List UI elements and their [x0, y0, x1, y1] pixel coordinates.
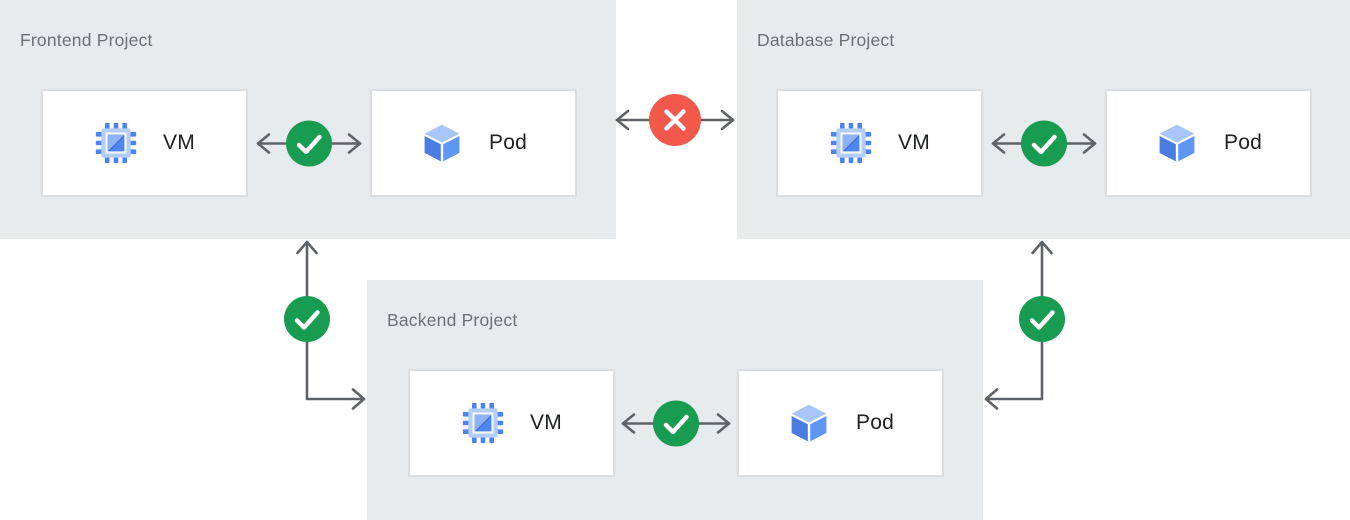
node-label-pod: Pod: [856, 411, 894, 434]
panel-database-project: Database Project VM Pod: [737, 0, 1350, 239]
status-allowed-check-icon: [284, 296, 330, 342]
panel-backend-project: Backend Project VM Pod: [367, 280, 983, 520]
node-label-vm: VM: [898, 131, 930, 154]
compute-engine-vm-icon: [461, 401, 505, 445]
node-label-pod: Pod: [489, 131, 527, 154]
panel-title-database: Database Project: [757, 30, 895, 50]
panel-frontend-project: Frontend Project VM Pod: [0, 0, 616, 239]
node-backend-vm: VM: [408, 369, 615, 477]
node-label-vm: VM: [530, 411, 562, 434]
panel-title-frontend: Frontend Project: [20, 30, 153, 50]
node-label-vm: VM: [163, 131, 195, 154]
status-allowed-check-icon: [1019, 296, 1065, 342]
node-frontend-pod: Pod: [370, 89, 577, 197]
compute-engine-vm-icon: [829, 121, 873, 165]
arrow-frontend-database: [615, 109, 735, 131]
compute-engine-vm-icon: [94, 121, 138, 165]
arrow-database-backend: [984, 240, 1053, 410]
arrow-frontend-backend: [296, 240, 366, 410]
node-label-pod: Pod: [1224, 131, 1262, 154]
node-database-pod: Pod: [1105, 89, 1312, 197]
kubernetes-pod-icon: [1155, 121, 1199, 165]
panel-title-backend: Backend Project: [387, 310, 518, 330]
node-frontend-vm: VM: [41, 89, 248, 197]
node-backend-pod: Pod: [737, 369, 944, 477]
kubernetes-pod-icon: [420, 121, 464, 165]
status-blocked-x-icon: [649, 94, 701, 146]
kubernetes-pod-icon: [787, 401, 831, 445]
node-database-vm: VM: [776, 89, 983, 197]
